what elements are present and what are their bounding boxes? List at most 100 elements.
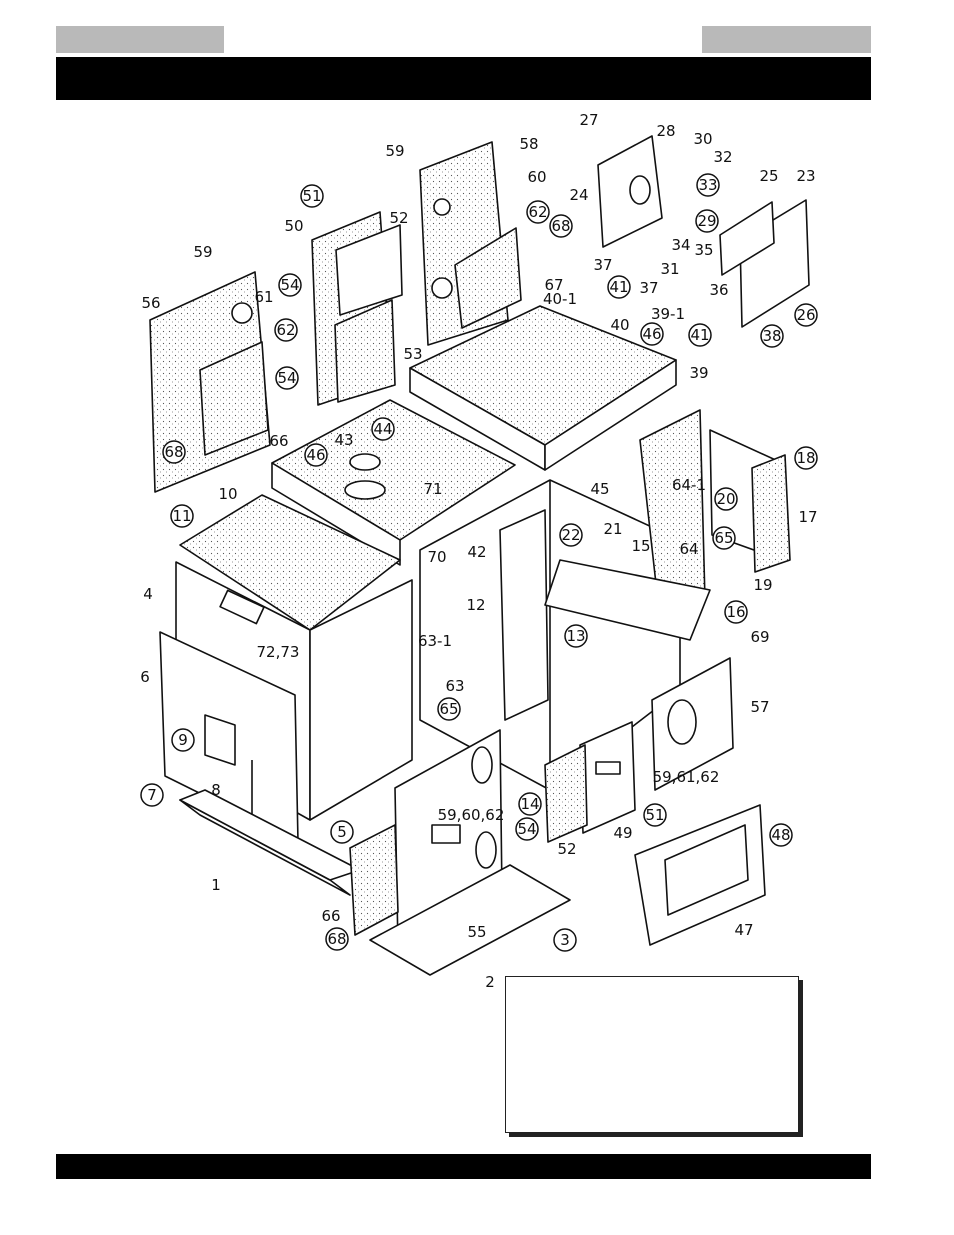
callout-label: 64 bbox=[679, 540, 698, 558]
callout-label: 58 bbox=[519, 135, 538, 153]
callout-label: 50 bbox=[284, 217, 303, 235]
part-callout: 17 bbox=[798, 508, 817, 526]
part-callout: 51 bbox=[300, 184, 324, 208]
part-callout: 42 bbox=[467, 543, 486, 561]
callout-circle bbox=[304, 443, 328, 467]
part-callout: 52 bbox=[389, 209, 408, 227]
part-callout: 67 bbox=[544, 276, 563, 294]
callout-circle bbox=[171, 728, 195, 752]
callout-label: 68 bbox=[551, 217, 570, 235]
part-callout: 39 bbox=[689, 364, 708, 382]
callout-circle bbox=[515, 817, 539, 841]
callout-label: 29 bbox=[697, 212, 716, 230]
part-callout: 66 bbox=[269, 432, 288, 450]
callout-label: 23 bbox=[796, 167, 815, 185]
callout-circle bbox=[607, 275, 631, 299]
callout-label: 65 bbox=[439, 700, 458, 718]
callout-label: 43 bbox=[334, 431, 353, 449]
part-callout: 39-1 bbox=[651, 305, 685, 323]
footer-bar bbox=[56, 1154, 871, 1179]
part-callout: 56 bbox=[141, 294, 160, 312]
part-callout: 9 bbox=[171, 728, 195, 752]
callout-circle bbox=[526, 200, 550, 224]
part-callout: 49 bbox=[613, 824, 632, 842]
part-callout: 45 bbox=[590, 480, 609, 498]
part-callout: 36 bbox=[709, 281, 728, 299]
callout-label: 52 bbox=[557, 840, 576, 858]
note-box bbox=[505, 976, 799, 1133]
part-callout: 28 bbox=[656, 122, 675, 140]
callout-label: 41 bbox=[690, 326, 709, 344]
callout-circle bbox=[437, 697, 461, 721]
callout-label: 68 bbox=[164, 443, 183, 461]
callout-label: 14 bbox=[520, 795, 539, 813]
callout-circle bbox=[696, 173, 720, 197]
callout-label: 25 bbox=[759, 167, 778, 185]
part-callout: 53 bbox=[403, 345, 422, 363]
top-cover-45 bbox=[409, 305, 677, 471]
part-callout: 47 bbox=[734, 921, 753, 939]
callout-circle bbox=[518, 792, 542, 816]
callout-label: 69 bbox=[750, 628, 769, 646]
callout-label: 72,73 bbox=[257, 643, 300, 661]
part-callout: 37 bbox=[593, 256, 612, 274]
callout-label: 62 bbox=[276, 321, 295, 339]
callout-label: 9 bbox=[178, 731, 188, 749]
side-panel-57 bbox=[651, 657, 734, 791]
part-callout: 19 bbox=[753, 576, 772, 594]
part-callout: 37 bbox=[639, 279, 658, 297]
callout-label: 22 bbox=[561, 526, 580, 544]
callout-label: 71 bbox=[423, 480, 442, 498]
part-callout: 40 bbox=[610, 316, 629, 334]
flue-panel-17 bbox=[751, 454, 791, 573]
part-callout: 68 bbox=[325, 927, 349, 951]
callout-circle bbox=[559, 523, 583, 547]
callout-label: 62 bbox=[528, 203, 547, 221]
callout-circle bbox=[371, 417, 395, 441]
part-callout: 27 bbox=[579, 111, 598, 129]
part-callout: 50 bbox=[284, 217, 303, 235]
part-callout: 59 bbox=[193, 243, 212, 261]
callout-label: 49 bbox=[613, 824, 632, 842]
part-callout: 30 bbox=[693, 130, 712, 148]
part-callout: 69 bbox=[750, 628, 769, 646]
callout-label: 40 bbox=[610, 316, 629, 334]
callout-circle bbox=[695, 209, 719, 233]
callout-label: 33 bbox=[698, 176, 717, 194]
callout-circle bbox=[714, 487, 738, 511]
door-panel-58 bbox=[419, 141, 522, 346]
part-callout: 64-1 bbox=[672, 476, 706, 494]
part-callout: 66 bbox=[321, 907, 340, 925]
callout-label: 13 bbox=[566, 627, 585, 645]
part-callout: 5 bbox=[330, 820, 354, 844]
part-callout: 2 bbox=[485, 973, 495, 991]
part-callout: 60 bbox=[527, 168, 546, 186]
callout-label: 7 bbox=[147, 786, 157, 804]
callout-label: 65 bbox=[714, 529, 733, 547]
part-callout: 31 bbox=[660, 260, 679, 278]
callout-label: 67 bbox=[544, 276, 563, 294]
callout-circle bbox=[553, 928, 577, 952]
part-callout: 7 bbox=[140, 783, 164, 807]
part-callout: 38 bbox=[760, 324, 784, 348]
callout-label: 63-1 bbox=[418, 632, 452, 650]
insulation-panel-66 bbox=[349, 824, 399, 936]
part-callout: 54 bbox=[515, 817, 539, 841]
part-callout: 40-1 bbox=[543, 290, 577, 308]
callout-label: 15 bbox=[631, 537, 650, 555]
callout-label: 30 bbox=[693, 130, 712, 148]
callout-label: 59 bbox=[193, 243, 212, 261]
callout-label: 61 bbox=[254, 288, 273, 306]
callout-label: 70 bbox=[427, 548, 446, 566]
callout-label: 46 bbox=[306, 446, 325, 464]
part-callout: 3 bbox=[553, 928, 577, 952]
callout-circle bbox=[140, 783, 164, 807]
callout-circle bbox=[688, 323, 712, 347]
callout-label: 66 bbox=[269, 432, 288, 450]
part-callout: 16 bbox=[724, 600, 748, 624]
callout-label: 24 bbox=[569, 186, 588, 204]
header-left-tab bbox=[56, 26, 224, 53]
part-callout: 59,61,62 bbox=[653, 768, 720, 786]
rear-door-panel bbox=[149, 271, 271, 493]
